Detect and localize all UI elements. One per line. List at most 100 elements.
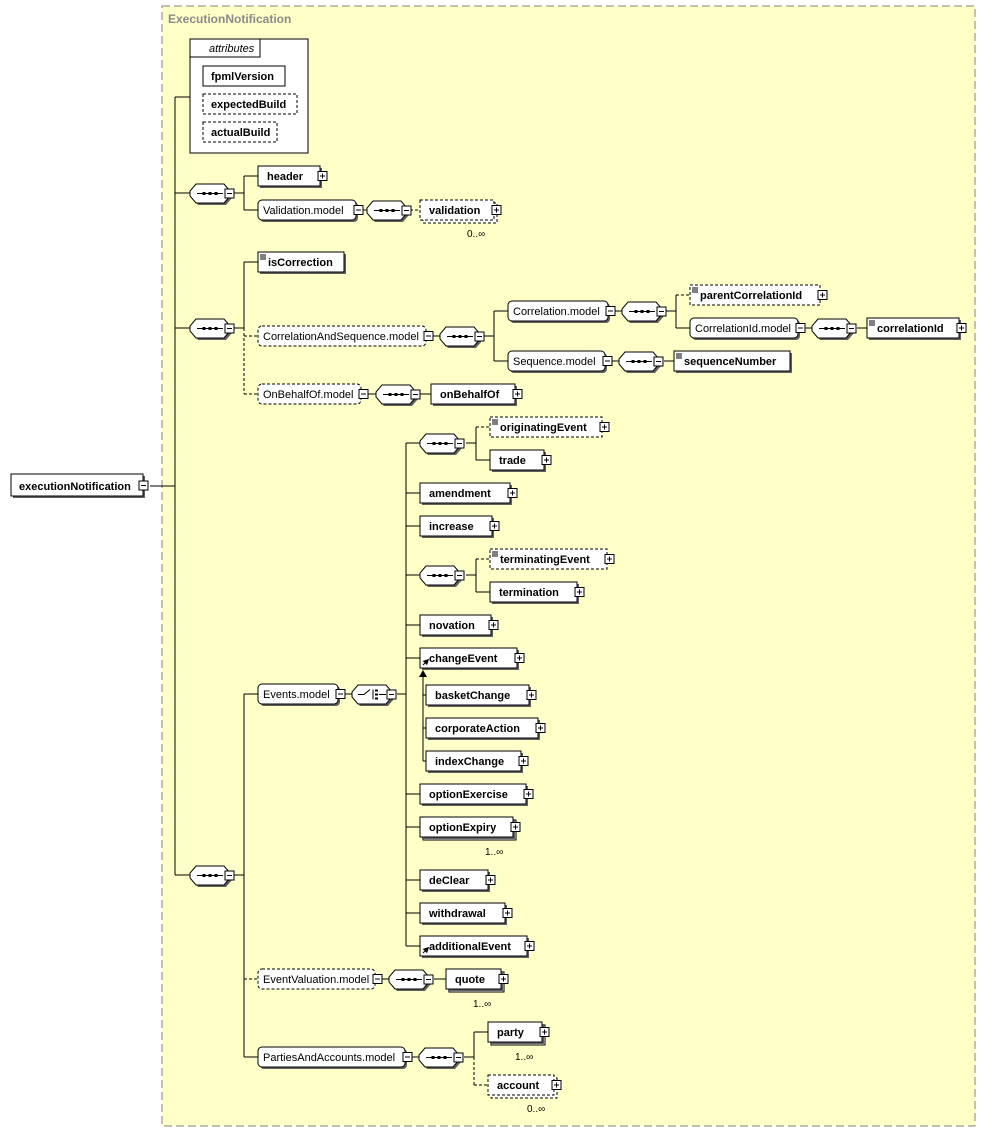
collapse-icon[interactable] — [224, 323, 235, 334]
collapse-icon[interactable] — [602, 356, 613, 366]
expand-icon[interactable] — [539, 1027, 550, 1037]
group-validation_model[interactable]: Validation.model — [257, 199, 364, 222]
collapse-icon[interactable] — [410, 389, 421, 400]
expand-icon[interactable] — [502, 908, 513, 918]
collapse-icon[interactable] — [474, 331, 485, 342]
element-optionExercise[interactable]: optionExercise — [419, 783, 534, 806]
sequence-compositor[interactable] — [419, 565, 465, 587]
element-changeEvent[interactable]: changeEvent — [419, 647, 525, 670]
sequence-compositor[interactable] — [418, 1047, 464, 1069]
group-on_behalf_of_model[interactable]: OnBehalfOf.model — [257, 383, 369, 405]
expand-icon[interactable] — [541, 455, 552, 465]
group-parties_and_accounts_model[interactable]: PartiesAndAccounts.model — [257, 1046, 413, 1069]
collapse-icon[interactable] — [653, 356, 664, 367]
sequence-compositor[interactable] — [419, 433, 465, 455]
collapse-icon[interactable] — [386, 689, 397, 700]
collapse-icon[interactable] — [335, 689, 346, 699]
sequence-compositor[interactable] — [388, 969, 434, 991]
expand-icon[interactable] — [956, 323, 967, 333]
collapse-icon[interactable] — [224, 188, 235, 199]
expand-icon[interactable] — [512, 389, 523, 399]
sequence-compositor[interactable] — [811, 318, 857, 340]
expand-icon[interactable] — [514, 653, 525, 663]
element-correlationId[interactable]: correlationId — [866, 317, 967, 340]
expand-icon[interactable] — [518, 756, 529, 766]
element-increase[interactable]: increase — [419, 515, 500, 538]
expand-icon[interactable] — [551, 1080, 562, 1090]
group-correlation_id_model[interactable]: CorrelationId.model — [689, 317, 806, 340]
expand-icon[interactable] — [485, 875, 496, 885]
element-amendment[interactable]: amendment — [419, 482, 518, 505]
sequence-compositor[interactable] — [189, 318, 235, 340]
expand-icon[interactable] — [498, 974, 509, 984]
expand-icon[interactable] — [524, 941, 535, 951]
collapse-icon[interactable] — [454, 438, 465, 449]
collapse-icon[interactable] — [605, 306, 616, 316]
group-correlation_model[interactable]: Correlation.model — [507, 300, 616, 323]
expand-icon[interactable] — [574, 587, 585, 597]
sequence-compositor[interactable] — [189, 865, 235, 887]
attribute-expectedBuild[interactable]: expectedBuild — [202, 93, 298, 115]
sequence-compositor[interactable] — [366, 200, 412, 222]
element-indexChange[interactable]: indexChange — [425, 750, 529, 773]
expand-icon[interactable] — [488, 620, 499, 630]
collapse-icon[interactable] — [454, 570, 465, 581]
collapse-icon[interactable] — [423, 974, 434, 985]
element-withdrawal[interactable]: withdrawal — [419, 902, 513, 925]
attribute-actualBuild[interactable]: actualBuild — [202, 121, 278, 143]
expand-icon[interactable] — [523, 789, 534, 799]
collapse-icon[interactable] — [795, 323, 806, 333]
expand-icon[interactable] — [599, 422, 610, 432]
element-termination[interactable]: termination — [489, 581, 585, 604]
collapse-icon[interactable] — [353, 205, 364, 215]
element-additionalEvent[interactable]: additionalEvent — [419, 935, 535, 958]
element-trade[interactable]: trade — [489, 449, 552, 472]
expand-icon[interactable] — [317, 171, 328, 181]
expand-icon[interactable] — [604, 554, 615, 564]
expand-icon[interactable] — [526, 690, 537, 700]
element-header[interactable]: header — [257, 165, 328, 188]
element-onBehalfOf[interactable]: onBehalfOf — [430, 383, 523, 406]
collapse-icon[interactable] — [138, 480, 149, 491]
sequence-compositor[interactable] — [439, 326, 485, 348]
collapse-icon[interactable] — [358, 389, 369, 399]
collapse-icon[interactable] — [656, 306, 667, 317]
collapse-icon[interactable] — [453, 1052, 464, 1063]
group-correlation_and_sequence_model[interactable]: CorrelationAndSequence.model — [257, 325, 434, 347]
sequence-compositor[interactable] — [189, 183, 235, 205]
element-corporateAction[interactable]: corporateAction — [425, 717, 546, 740]
sequence-compositor[interactable] — [621, 301, 667, 323]
sequence-compositor[interactable] — [375, 384, 421, 406]
choice-compositor[interactable] — [351, 684, 397, 706]
expand-icon[interactable] — [489, 521, 500, 531]
collapse-icon[interactable] — [423, 331, 434, 341]
sequence-compositor[interactable] — [618, 351, 664, 373]
element-deClear[interactable]: deClear — [419, 869, 496, 892]
root-element[interactable]: executionNotification — [10, 473, 145, 498]
attribute-fpmlVersion[interactable]: fpmlVersion — [202, 65, 286, 87]
element-parentCorrelationId[interactable]: parentCorrelationId — [689, 284, 828, 306]
expand-icon[interactable] — [491, 205, 502, 215]
expand-icon[interactable] — [507, 488, 518, 498]
group-events_model[interactable]: Events.model — [257, 683, 346, 706]
expand-icon[interactable] — [817, 290, 828, 300]
collapse-icon[interactable] — [372, 974, 383, 984]
collapse-icon[interactable] — [224, 870, 235, 881]
element-originatingEvent[interactable]: originatingEvent — [489, 416, 610, 438]
expand-icon[interactable] — [535, 723, 546, 733]
collapse-icon[interactable] — [401, 205, 412, 216]
collapse-icon[interactable] — [846, 323, 857, 334]
element-isCorrection[interactable]: isCorrection — [257, 251, 346, 274]
collapse-icon[interactable] — [402, 1052, 413, 1062]
element-basketChange[interactable]: basketChange — [425, 684, 537, 707]
element-novation[interactable]: novation — [419, 614, 499, 637]
element-terminatingEvent[interactable]: terminatingEvent — [489, 548, 615, 570]
group-event_valuation_model[interactable]: EventValuation.model — [257, 968, 383, 990]
element-sequenceNumber[interactable]: sequenceNumber — [673, 350, 792, 373]
expand-icon[interactable] — [510, 822, 521, 832]
